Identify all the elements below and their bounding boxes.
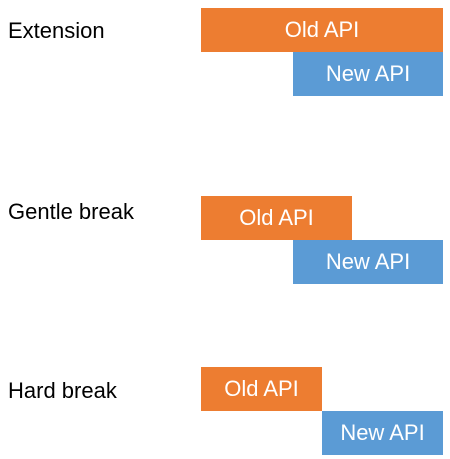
new-api-bar-gentle-break: New API: [293, 240, 443, 284]
new-api-bar-extension: New API: [293, 52, 443, 96]
new-api-bar-hard-break: New API: [322, 411, 443, 455]
row-label-hard-break: Hard break: [8, 378, 117, 403]
row-label-extension: Extension: [8, 18, 105, 43]
old-api-bar-gentle-break: Old API: [201, 196, 352, 240]
row-label-gentle-break: Gentle break: [8, 199, 134, 224]
old-api-bar-extension: Old API: [201, 8, 443, 52]
old-api-bar-hard-break: Old API: [201, 367, 322, 411]
